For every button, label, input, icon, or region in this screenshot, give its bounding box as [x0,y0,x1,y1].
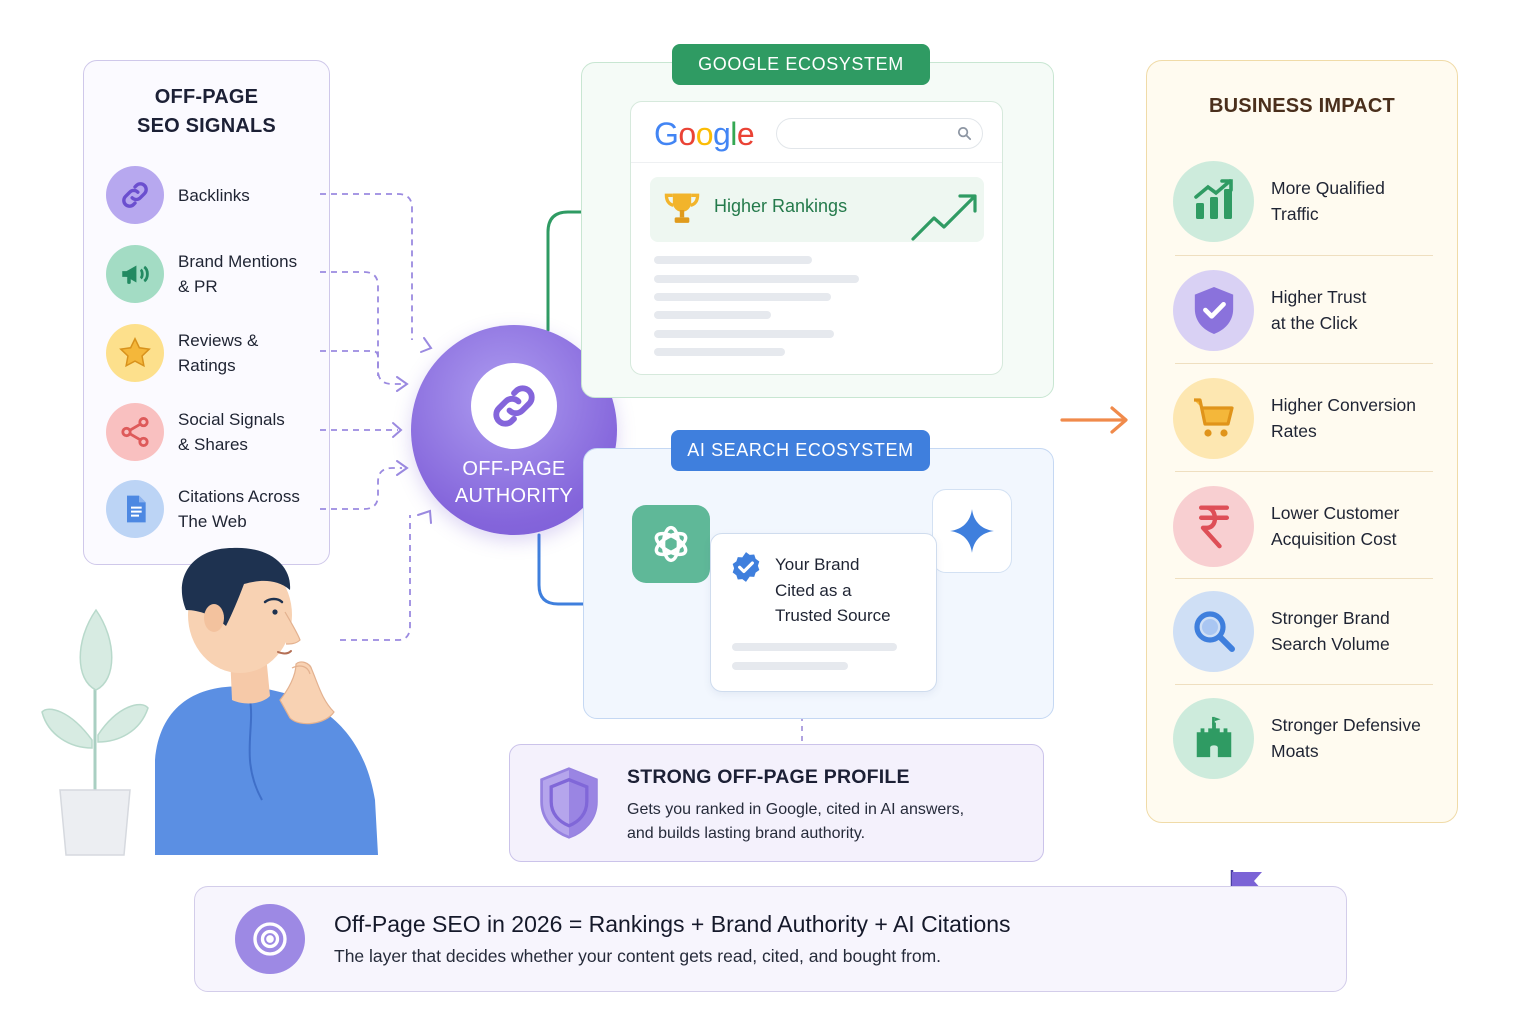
placeholder-line [732,643,897,651]
impact-label: Higher Conversion Rates [1271,395,1416,441]
signal-social: Social Signals & Shares [106,402,321,462]
link-icon [106,166,164,224]
divider [1175,363,1433,364]
business-impact-title: BUSINESS IMPACT [1209,95,1395,117]
summary-title: Off-Page SEO in 2026 = Rankings + Brand … [334,911,1011,937]
impact-label: Stronger Defensive Moats [1271,715,1421,761]
signal-label: Backlinks [178,185,250,205]
cart-icon [1173,377,1254,459]
summary-description: The layer that decides whether your cont… [334,946,942,966]
chatgpt-icon [632,505,710,583]
arrow-to-ai [537,533,610,606]
impact-trust: Higher Trust at the Click [1173,268,1443,352]
connector-backlinks [320,193,413,340]
placeholder-line [654,293,831,301]
impact-brand-search: Stronger Brand Search Volume [1173,589,1443,673]
summary-banner [194,886,1347,992]
impact-moats: Stronger Defensive Moats [1173,696,1443,780]
placeholder-line [654,330,834,338]
placeholder-line [654,256,812,264]
document-icon [106,480,164,538]
divider [631,162,1002,163]
google-ecosystem-tag: GOOGLE ECOSYSTEM [672,44,930,85]
shield-check-icon [1173,269,1254,351]
signal-label: Social Signals & Shares [178,410,285,454]
impact-label: More Qualified Traffic [1271,178,1385,224]
castle-icon [1173,697,1254,779]
trophy-icon [664,193,700,223]
google-logo: Google [654,116,755,152]
connector-citations [320,467,402,510]
signal-label: Reviews & Ratings [178,331,259,375]
higher-rankings-label: Higher Rankings [714,196,848,216]
placeholder-line [654,275,859,283]
target-icon [235,904,305,974]
star-icon [106,324,164,382]
google-search-bar[interactable] [776,118,983,149]
signal-label: Brand Mentions & PR [178,252,298,296]
placeholder-line [732,662,848,670]
connector-person [340,515,411,641]
verified-icon [732,552,760,582]
strong-profile-card [509,744,1044,862]
bar-chart-icon [1173,160,1254,242]
signals-panel: OFF-PAGE SEO SIGNALS Backlinks Brand Men… [83,60,330,565]
strong-profile-title: STRONG OFF-PAGE PROFILE [627,766,910,788]
connector-reviews [320,350,379,376]
impact-label: Lower Customer Acquisition Cost [1271,503,1400,549]
signal-citations: Citations Across The Web [106,479,321,539]
arrow-to-google [546,210,608,332]
signal-brand-mentions: Brand Mentions & PR [106,244,321,304]
gemini-icon [932,489,1012,573]
strong-profile-description: Gets you ranked in Google, cited in AI a… [627,801,965,842]
divider [1175,578,1433,579]
signal-reviews: Reviews & Ratings [106,323,321,383]
cited-source-text: Your Brand Cited as a Trusted Source [775,555,891,625]
signal-backlinks: Backlinks [106,165,321,225]
impact-label: Stronger Brand Search Volume [1271,608,1390,654]
rupee-icon [1173,485,1254,567]
authority-label: OFF-PAGE AUTHORITY [454,458,574,507]
higher-rankings-result [650,177,984,242]
connector-brand [320,271,402,385]
ai-ecosystem-tag: AI SEARCH ECOSYSTEM [671,430,930,471]
magnifier-icon [1173,590,1254,672]
placeholder-line [654,348,785,356]
signals-title: OFF-PAGE SEO SIGNALS [137,86,276,137]
impact-conversion: Higher Conversion Rates [1173,376,1443,460]
divider [1175,684,1433,685]
placeholder-line [654,311,771,319]
impact-acquisition: Lower Customer Acquisition Cost [1173,484,1443,568]
trend-up-icon [911,194,977,241]
impact-label: Higher Trust at the Click [1271,287,1367,333]
link-icon [471,363,557,449]
megaphone-icon [106,245,164,303]
shield-icon [540,767,598,839]
plant-illustration [41,608,149,856]
signal-label: Citations Across The Web [178,487,300,531]
divider [1175,255,1433,256]
divider [1175,471,1433,472]
search-icon [957,126,972,141]
impact-traffic: More Qualified Traffic [1173,159,1443,243]
person-illustration [155,547,378,855]
share-icon [106,403,164,461]
